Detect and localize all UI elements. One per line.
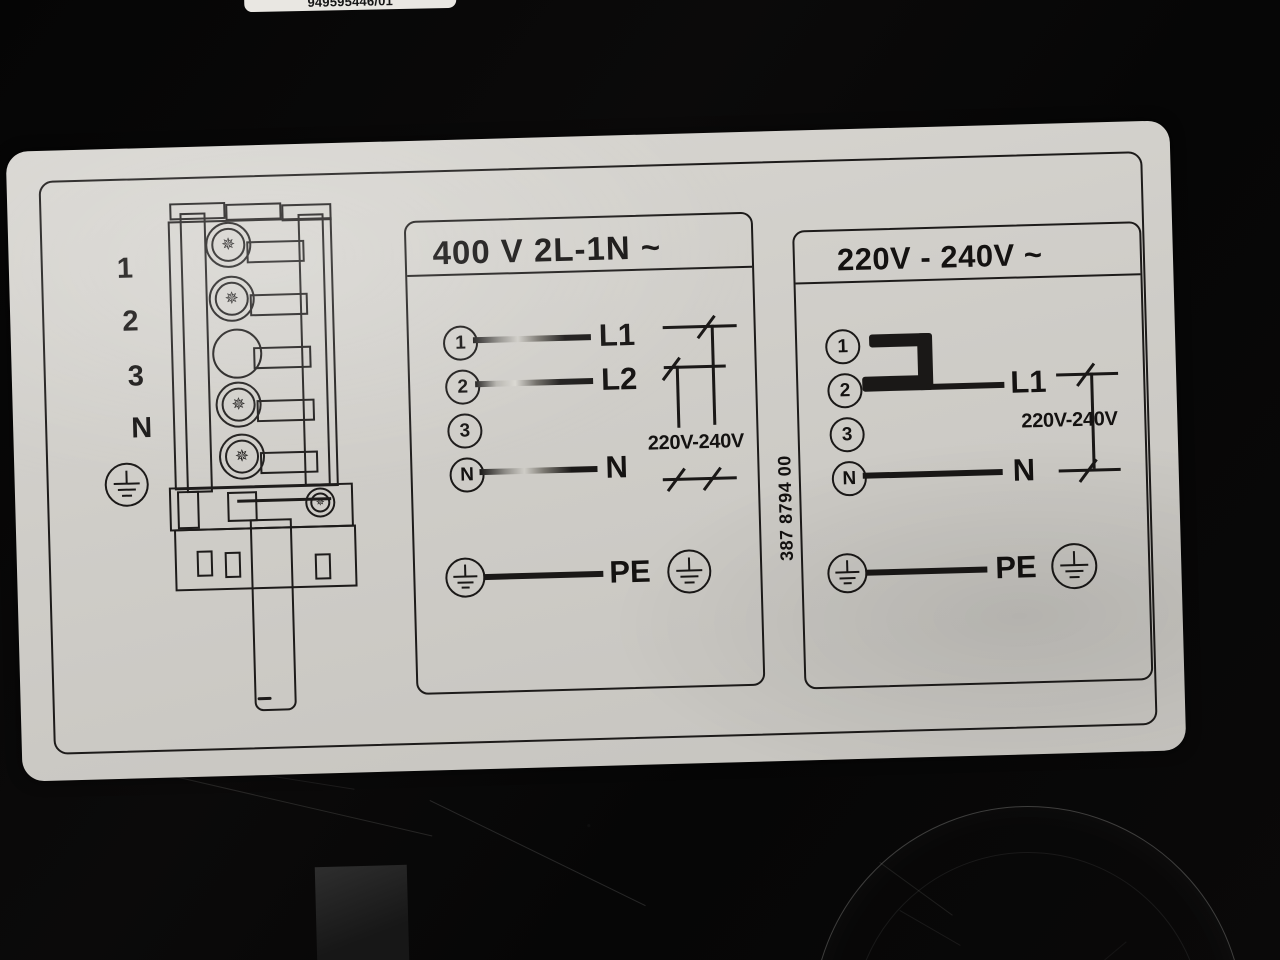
panel-400v-earth-icon-right: [666, 548, 712, 595]
panel-220-240v-earth-icon-right: [1050, 542, 1098, 590]
panel-220-240v-output-n: N: [1012, 452, 1036, 488]
panel-220-240v-title: 220V - 240V ~: [836, 236, 1043, 278]
panel-400v-output-l2: L2: [600, 360, 638, 397]
strain-relief-detail: [176, 490, 200, 530]
panel-220-240v-output-l1: L1: [1009, 363, 1047, 400]
panel-400v: 400 V 2L-1N ~ 1 2 3 N L1 L2 N 220V-240V: [403, 211, 766, 695]
terminal-block-illustration: 1 2 3 N ✵ ✵: [69, 194, 403, 732]
screw-terminal-1: ✵: [204, 221, 252, 269]
panel-400v-output-pe: PE: [608, 553, 652, 590]
terminal-row-label-3: 3: [127, 360, 145, 393]
panel-220-240v-voltage-note: 220V-240V: [1021, 407, 1118, 433]
panel-400v-terminal-3: 3: [446, 413, 483, 450]
wiring-label-card: 1 2 3 N ✵ ✵: [5, 120, 1187, 782]
panel-400v-output-n: N: [604, 449, 629, 485]
cable-end-detail: [257, 696, 272, 701]
panel-220-240v: 220V - 240V ~ 1 2 3 N L1 N: [792, 221, 1154, 690]
screw-terminal-2: ✵: [208, 275, 256, 323]
panel-400v-voltage-note: 220V-240V: [647, 429, 745, 455]
part-number: 387 8794 00: [774, 455, 798, 562]
housing-foot: [196, 550, 214, 577]
panel-220-240v-wire-pe: [865, 566, 988, 576]
panel-400v-wire-n: [479, 465, 598, 476]
panel-400v-earth-icon-left: [444, 557, 486, 599]
screw-terminal-earth: ✵: [218, 432, 266, 481]
terminal-row-label-2: 2: [121, 305, 139, 338]
jumper-bridge-1-2: [855, 332, 937, 393]
terminal-tab: [281, 203, 332, 222]
terminal-tab: [225, 202, 282, 221]
panel-400v-span-vertical-right: [710, 324, 717, 425]
clamp-plate: [256, 398, 316, 423]
clamp-plate: [253, 345, 312, 370]
panel-400v-span-top: [662, 324, 737, 330]
screw-terminal-n: ✵: [215, 381, 263, 429]
panel-220-240v-wire-n: [862, 469, 1003, 479]
terminal-row-label-1: 1: [116, 252, 134, 285]
panel-400v-wire-pe: [483, 570, 604, 581]
panel-220-240v-earth-icon-left: [826, 552, 868, 594]
clamp-plate: [249, 292, 309, 317]
housing-foot: [314, 553, 332, 580]
panel-400v-output-l1: L1: [598, 316, 636, 353]
cable: [249, 518, 297, 712]
strain-relief-detail: [226, 491, 258, 522]
terminal-tab: [169, 201, 226, 221]
clamp-plate: [246, 239, 305, 264]
panel-220-240v-terminal-3: 3: [829, 416, 866, 453]
panel-400v-title: 400 V 2L-1N ~: [432, 228, 662, 272]
panel-400v-wire-l2: [475, 378, 594, 388]
terminal-row-label-n: N: [130, 412, 153, 445]
panel-400v-wire-l1: [472, 334, 591, 344]
clamp-plate: [259, 450, 319, 475]
panel-400v-span-vertical-left: [675, 365, 681, 428]
panel-220-240v-output-pe: PE: [994, 549, 1038, 586]
earth-icon: [104, 462, 150, 508]
strain-relief-screw: ✵: [304, 487, 336, 518]
dark-object-edge: [314, 864, 410, 960]
housing-foot: [224, 551, 242, 579]
panel-220-240v-wire-l1: [926, 381, 1005, 391]
